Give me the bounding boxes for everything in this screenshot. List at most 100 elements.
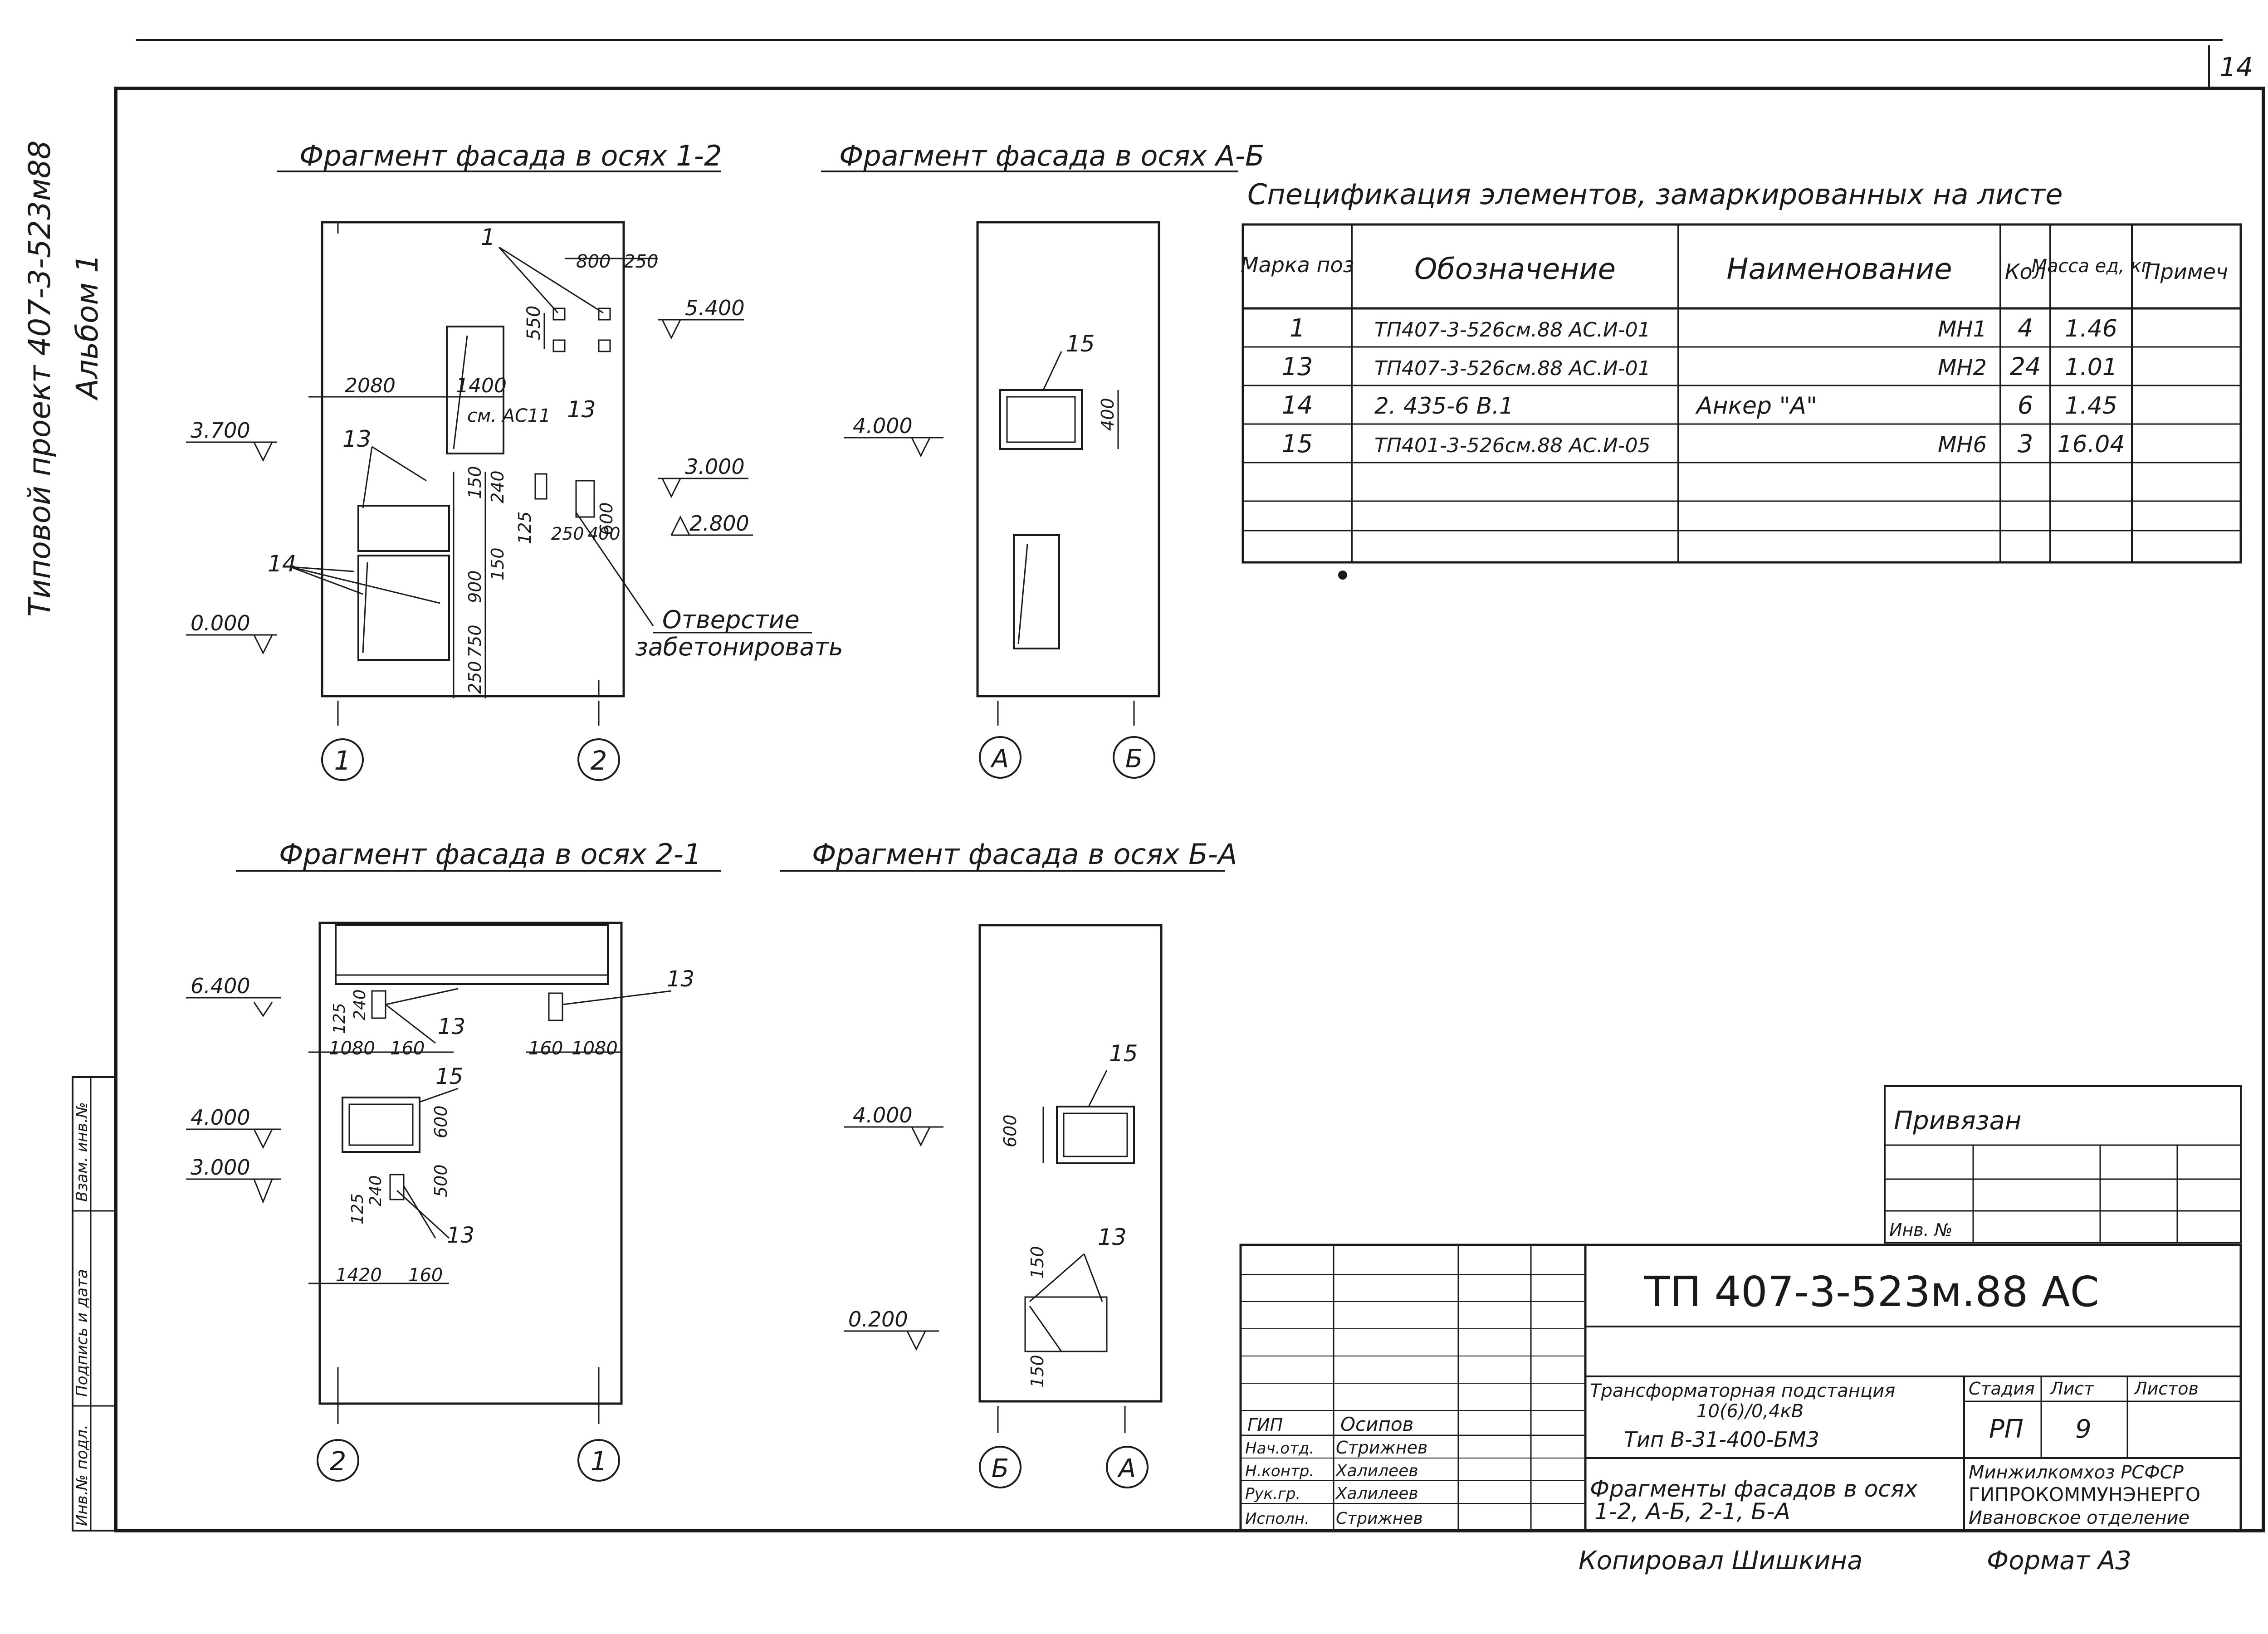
ba-ref-15: 15 xyxy=(1109,1040,1138,1067)
view-2-1: Фрагмент фасада в осях 2-1 125 240 1080 … xyxy=(186,838,721,1482)
spec-row-2-mass: 1.01 xyxy=(2065,354,2117,381)
dim-2080: 2080 xyxy=(345,374,396,397)
ref-13b: 13 xyxy=(567,396,596,423)
21-dim-160a: 160 xyxy=(390,1038,425,1059)
doc-code: ТП 407-3-523м.88 АС xyxy=(1644,1268,2099,1316)
axis-b: Б xyxy=(1125,744,1143,774)
spec-row-3-qty: 6 xyxy=(2018,391,2033,419)
ab-dim-400: 400 xyxy=(1098,398,1118,431)
axis-1b: 1 xyxy=(591,1446,607,1477)
spec-header-mark: Марка поз xyxy=(1241,253,1354,277)
level-3700: 3.700 xyxy=(191,418,250,443)
spec-row-2-name: МН2 xyxy=(1938,355,1987,380)
lists-header: Листов xyxy=(2133,1379,2199,1399)
ref-1: 1 xyxy=(481,224,495,250)
copied-by: Копировал Шишкина xyxy=(1579,1546,1862,1575)
sig-role-4: Рук.гр. xyxy=(1245,1485,1300,1503)
strip-cell-inv: Инв.№ подл. xyxy=(73,1424,91,1526)
21-level-3000: 3.000 xyxy=(191,1155,250,1180)
wall-outline-ab xyxy=(976,221,1160,697)
privyazan-inv: Инв. № xyxy=(1889,1220,1952,1240)
view-a-b-title: Фрагмент фасада в осях А-Б xyxy=(839,139,1265,172)
spec-row-2-mark: 13 xyxy=(1282,352,1313,381)
strip-cell-signature: Подпись и дата xyxy=(73,1269,91,1397)
desc-line-2: 10(6)/0,4кВ xyxy=(1696,1401,1804,1422)
ab-level-4000: 4.000 xyxy=(853,414,913,438)
spec-title: Спецификация элементов, замаркированных … xyxy=(1247,178,2063,211)
dim-900: 900 xyxy=(465,570,485,603)
axis-b2: Б xyxy=(992,1454,1009,1483)
21-dim-500: 500 xyxy=(431,1164,451,1197)
org-line-3: Ивановское отделение xyxy=(1969,1507,2190,1528)
spec-row-3-mark: 14 xyxy=(1282,391,1313,419)
note-line-1: Отверстие xyxy=(662,605,800,634)
spec-row-4-designation: ТП401-3-526см.88 АС.И-05 xyxy=(1374,434,1651,457)
dim-600: 600 xyxy=(596,502,616,535)
ref-13a: 13 xyxy=(342,426,371,452)
ba-level-0200: 0.200 xyxy=(848,1307,908,1332)
wall-outline-21 xyxy=(318,922,623,1405)
privyazan-block: Привязан Инв. № xyxy=(1884,1085,2242,1244)
dim-150b: 150 xyxy=(488,547,508,580)
level-3000: 3.000 xyxy=(685,454,745,479)
dim-750: 750 xyxy=(465,624,485,658)
sheet-title-2: 1-2, А-Б, 2-1, Б-А xyxy=(1594,1498,1790,1525)
side-title: Типовой проект 407-3-523м88 Альбом 1 xyxy=(22,140,105,617)
21-level-6400: 6.400 xyxy=(191,974,250,998)
wall-outline-ba xyxy=(978,924,1163,1403)
view-1-2: Фрагмент фасада в осях 1-2 xyxy=(186,139,843,781)
sig-role-3: Н.контр. xyxy=(1245,1462,1314,1480)
spec-row-1-qty: 4 xyxy=(2018,314,2033,342)
sheet-number: 14 xyxy=(2219,52,2253,83)
21-ref-13a: 13 xyxy=(438,1014,465,1039)
21-dim-1080b: 1080 xyxy=(572,1038,618,1059)
21-ref-15: 15 xyxy=(435,1064,463,1089)
stage-header: Стадия xyxy=(1969,1379,2035,1399)
spec-row-4-mass: 16.04 xyxy=(2058,431,2125,458)
level-5400: 5.400 xyxy=(685,296,745,320)
spec-row-4-qty: 3 xyxy=(2018,429,2033,458)
view-a-b: Фрагмент фасада в осях А-Б 15 400 4.000 … xyxy=(821,139,1265,779)
21-dim-600: 600 xyxy=(431,1105,451,1138)
spec-header-note: Примеч xyxy=(2145,259,2228,284)
sig-role-2: Нач.отд. xyxy=(1245,1439,1314,1458)
sheet-frame: 14 xyxy=(114,39,2265,1532)
spec-row-1-mark: 1 xyxy=(1290,314,1305,342)
ba-dim-600: 600 xyxy=(1000,1114,1020,1147)
list-value: 9 xyxy=(2075,1415,2092,1444)
desc-line-3: Тип В-31-400-БМ3 xyxy=(1624,1427,1819,1452)
spec-header-name: Наименование xyxy=(1726,253,1952,286)
desc-line-1: Трансформаторная подстанция xyxy=(1590,1380,1895,1401)
spec-row-3-name: Анкер "А" xyxy=(1695,392,1817,419)
view-b-a-title: Фрагмент фасада в осях Б-А xyxy=(812,838,1237,871)
sig-name-5: Стрижнев xyxy=(1336,1509,1423,1528)
spec-header-designation: Обозначение xyxy=(1414,253,1616,286)
note-line-2: забетонировать xyxy=(635,633,843,661)
view-b-a: Фрагмент фасада в осях Б-А 15 13 600 150… xyxy=(780,838,1237,1488)
list-header: Лист xyxy=(2049,1379,2095,1399)
ba-ref-13: 13 xyxy=(1098,1224,1127,1250)
21-dim-240b: 240 xyxy=(367,1175,385,1206)
stage-value: РП xyxy=(1989,1415,2024,1444)
ink-dot xyxy=(1338,571,1347,580)
ba-level-4000: 4.000 xyxy=(853,1103,913,1127)
dim-250b: 250 xyxy=(551,524,584,544)
21-level-4000: 4.000 xyxy=(191,1105,250,1130)
ref-note-ac11: см. АС11 xyxy=(467,405,551,426)
21-dim-240a: 240 xyxy=(351,989,369,1020)
ref-14: 14 xyxy=(268,551,297,577)
dim-250: 250 xyxy=(624,251,658,272)
dim-240: 240 xyxy=(488,470,508,503)
axis-a: А xyxy=(990,744,1009,774)
sig-name-1: Осипов xyxy=(1340,1413,1413,1435)
21-dim-160c: 160 xyxy=(408,1265,443,1286)
21-ref-13b: 13 xyxy=(667,966,694,992)
org-line-2: ГИПРОКОММУНЭНЕРГО xyxy=(1969,1483,2200,1506)
spec-row-2-qty: 24 xyxy=(2010,352,2041,381)
dim-800: 800 xyxy=(576,251,611,272)
strip-cell-replace: Взам. инв.№ xyxy=(73,1102,91,1202)
side-title-project: Типовой проект 407-3-523м88 xyxy=(22,140,57,617)
21-ref-13c: 13 xyxy=(447,1223,474,1248)
